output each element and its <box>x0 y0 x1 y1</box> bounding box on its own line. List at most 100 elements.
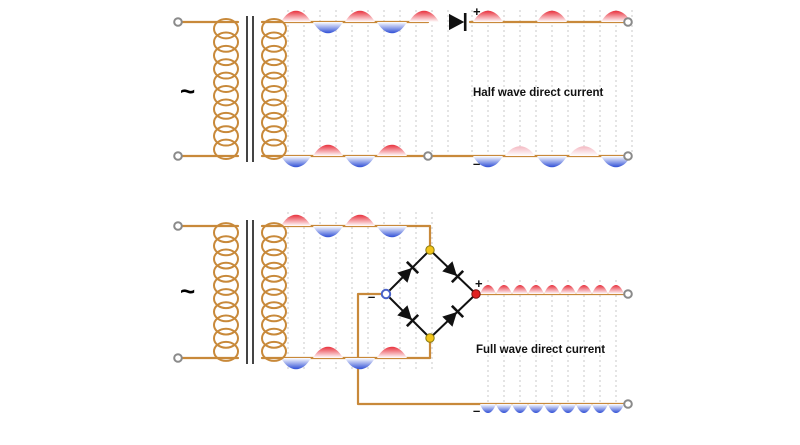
secondary-coil-turn <box>261 125 287 147</box>
bridge-diode-upper-right <box>442 261 465 284</box>
diode-triangle <box>449 13 465 31</box>
primary-coil-turn <box>213 314 239 336</box>
positive-lobe <box>592 285 608 294</box>
diode-bar <box>405 260 420 275</box>
diode-triangle <box>397 305 412 320</box>
negative-lobe <box>528 404 544 413</box>
secondary-coil-turn <box>261 71 287 93</box>
primary-coil-turn <box>213 71 239 93</box>
secondary-coil-turn <box>261 340 287 362</box>
positive-lobe <box>512 285 528 294</box>
bridge-wire <box>385 249 477 339</box>
bridge-node-negative <box>380 288 392 300</box>
ac-symbol-bottom: ~ <box>180 276 195 306</box>
positive-lobe <box>544 285 560 294</box>
positive-lobe <box>313 346 343 358</box>
secondary-coil-turn <box>261 31 287 53</box>
positive-lobe <box>528 285 544 294</box>
primary-coil-turn <box>213 235 239 257</box>
bridge-diode-lower-left <box>397 305 420 328</box>
secondary-coil-turn <box>261 274 287 296</box>
primary-coil-turn <box>213 98 239 120</box>
negative-lobe <box>345 358 375 370</box>
positive-lobe <box>601 10 631 22</box>
positive-lobe <box>537 10 567 22</box>
primary-coil-turn <box>213 222 239 244</box>
positive-lobe <box>281 10 311 22</box>
negative-lobe <box>601 156 631 168</box>
secondary-coil-turn <box>261 18 287 40</box>
negative-lobe <box>496 404 512 413</box>
plus-sign-full-wave: + <box>475 276 483 291</box>
primary-coil-turn <box>213 261 239 283</box>
positive-lobe <box>409 10 439 22</box>
negative-lobe <box>480 404 496 413</box>
half-wave-label: Half wave direct current <box>473 87 604 99</box>
terminal <box>173 353 183 363</box>
secondary-coil-turn <box>261 111 287 134</box>
negative-lobe <box>592 404 608 413</box>
primary-coil-turn <box>213 58 239 80</box>
terminal <box>173 221 183 231</box>
secondary-coil-turn <box>261 314 287 336</box>
positive-lobe <box>281 214 311 226</box>
minus-sign-half-wave: – <box>473 156 480 171</box>
primary-coil-turn <box>213 125 239 147</box>
primary-coil-turn <box>213 44 239 67</box>
bridge-node-positive <box>471 289 481 299</box>
plus-sign-half-wave: + <box>473 4 481 19</box>
minus-sign-full-wave: – <box>473 403 480 418</box>
positive-lobe <box>496 285 512 294</box>
negative-lobe <box>345 156 375 168</box>
waveforms <box>281 10 631 413</box>
primary-coil-turn <box>213 288 239 310</box>
half-wave-diode <box>449 13 467 31</box>
primary-coil-turn <box>213 138 239 160</box>
primary-coil-turn <box>213 248 239 270</box>
diode-bar <box>450 304 465 319</box>
minus-sign-bridge: – <box>368 289 375 304</box>
positive-lobe <box>313 144 343 156</box>
secondary-coil-turn <box>261 261 287 283</box>
primary-coil-turn <box>213 327 239 349</box>
terminal <box>623 399 633 409</box>
bridge-diode-lower-right <box>442 304 465 327</box>
transformer-top <box>213 16 287 162</box>
positive-lobe <box>377 346 407 358</box>
wire <box>260 224 432 252</box>
negative-lobe <box>473 156 503 168</box>
terminal <box>423 151 433 161</box>
diode-triangle <box>442 261 457 276</box>
terminal <box>623 289 633 299</box>
secondary-coil-turn <box>261 301 287 323</box>
bridge-node-bottom <box>425 333 435 343</box>
primary-coil-turn <box>213 340 239 362</box>
ac-symbol-top: ~ <box>180 76 195 106</box>
positive-lobe <box>377 144 407 156</box>
negative-lobe <box>537 156 567 168</box>
positive-lobe <box>345 10 375 22</box>
guide-lines <box>287 10 633 410</box>
negative-lobe <box>313 226 343 238</box>
negative-lobe <box>576 404 592 413</box>
secondary-coil-turn <box>261 235 287 257</box>
negative-lobe <box>377 226 407 238</box>
diodes <box>397 13 467 328</box>
bridge-diode-upper-left <box>397 260 420 283</box>
primary-coil-turn <box>213 85 239 107</box>
negative-lobe <box>560 404 576 413</box>
faded-lobe <box>505 146 535 156</box>
primary-coil-turn <box>213 111 239 134</box>
positive-lobe <box>608 285 624 294</box>
primary-coil-turn <box>213 274 239 296</box>
secondary-coil-turn <box>261 44 287 67</box>
bridge-node-top <box>425 245 435 255</box>
faded-lobe <box>569 146 599 156</box>
terminal <box>173 17 183 27</box>
secondary-coil-turn <box>261 222 287 244</box>
primary-coil-turn <box>213 31 239 53</box>
negative-lobe <box>281 156 311 168</box>
negative-lobe <box>544 404 560 413</box>
